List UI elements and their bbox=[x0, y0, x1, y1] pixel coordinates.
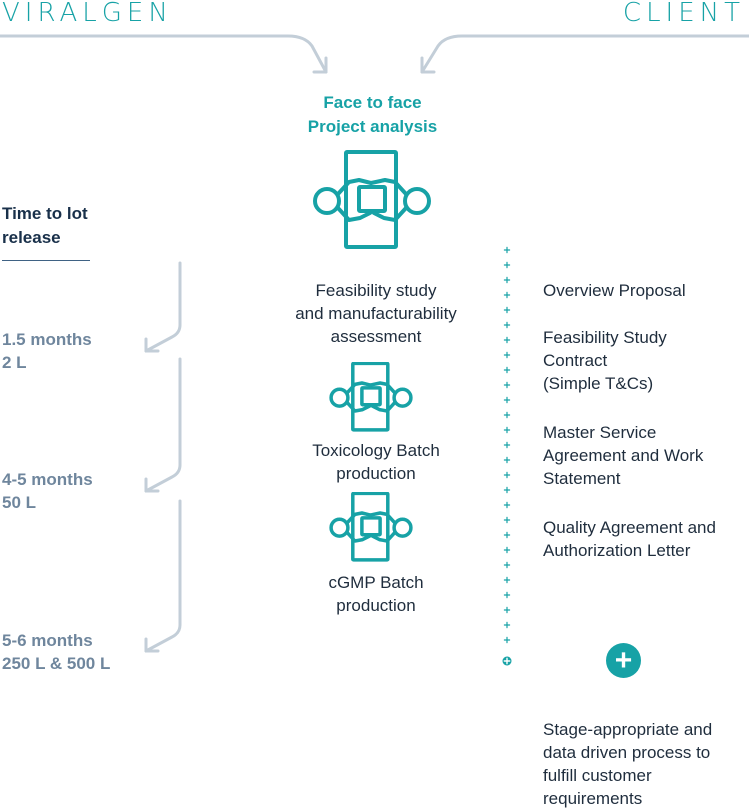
doc-quality-agreement-line1: Quality Agreement and bbox=[543, 518, 716, 537]
time-to-lot-title: Time to lot release bbox=[2, 202, 88, 250]
divider-plus-mark bbox=[503, 291, 511, 299]
divider-plus-mark bbox=[503, 546, 511, 554]
handshake-icon-large bbox=[313, 150, 431, 249]
divider-plus-mark bbox=[503, 261, 511, 269]
doc-overview-proposal: Overview Proposal bbox=[543, 279, 749, 302]
stage-feasibility: Feasibility study and manufacturability … bbox=[258, 279, 494, 348]
time-item-3-duration: 5-6 months bbox=[2, 631, 93, 650]
stage-toxicology-line1: Toxicology Batch bbox=[312, 441, 440, 460]
timeline-heading-rule bbox=[2, 260, 90, 261]
plus-divider bbox=[502, 246, 512, 666]
footer-line4: requirements bbox=[543, 789, 643, 808]
divider-plus-mark bbox=[503, 246, 511, 254]
time-to-lot-line2: release bbox=[2, 228, 61, 247]
time-item-3: 5-6 months 250 L & 500 L bbox=[2, 629, 110, 675]
divider-plus-mark bbox=[503, 306, 511, 314]
viralgen-brand: VIRALGEN bbox=[2, 0, 173, 28]
divider-plus-mark bbox=[503, 426, 511, 434]
divider-plus-mark bbox=[503, 441, 511, 449]
divider-plus-mark bbox=[503, 531, 511, 539]
timeline-arrows bbox=[144, 261, 182, 653]
doc-master-service: Master Service Agreement and Work Statem… bbox=[543, 421, 749, 490]
divider-plus-mark bbox=[503, 456, 511, 464]
doc-feasibility-contract: Feasibility Study Contract (Simple T&Cs) bbox=[543, 326, 749, 395]
time-item-1: 1.5 months 2 L bbox=[2, 328, 92, 374]
doc-feasibility-contract-line1: Feasibility Study bbox=[543, 328, 667, 347]
doc-master-service-line2: Agreement and Work bbox=[543, 446, 704, 465]
time-item-2-duration: 4-5 months bbox=[2, 470, 93, 489]
doc-quality-agreement-line2: Authorization Letter bbox=[543, 541, 691, 560]
doc-quality-agreement: Quality Agreement and Authorization Lett… bbox=[543, 516, 749, 562]
stage-cgmp-line1: cGMP Batch bbox=[328, 573, 424, 592]
divider-plus-mark bbox=[503, 411, 511, 419]
stage-cgmp-line2: production bbox=[336, 596, 416, 615]
stage-feasibility-line2: and manufacturability bbox=[295, 304, 457, 323]
time-item-2-volume: 50 L bbox=[2, 493, 37, 512]
divider-plus-mark bbox=[503, 471, 511, 479]
divider-plus-mark bbox=[503, 276, 511, 284]
project-analysis-title: Project analysis bbox=[307, 117, 438, 136]
doc-overview-proposal-line1: Overview Proposal bbox=[543, 281, 686, 300]
footer-line2: data driven process to bbox=[543, 743, 711, 762]
divider-plus-mark bbox=[503, 486, 511, 494]
divider-plus-mark bbox=[503, 591, 511, 599]
handshake-icon-toxicology bbox=[329, 362, 413, 432]
divider-plus-mark bbox=[503, 351, 511, 359]
handshake-icon-cgmp bbox=[329, 492, 413, 562]
divider-plus-mark bbox=[503, 366, 511, 374]
face-to-face-title: Face to face bbox=[323, 93, 422, 112]
stage-cgmp: cGMP Batch production bbox=[258, 571, 494, 617]
doc-feasibility-contract-line3: (Simple T&Cs) bbox=[543, 374, 654, 393]
footer-line1: Stage-appropriate and bbox=[543, 720, 713, 739]
stage-toxicology-line2: production bbox=[336, 464, 416, 483]
divider-plus-mark bbox=[503, 576, 511, 584]
divider-plus-mark bbox=[503, 336, 511, 344]
divider-plus-mark bbox=[503, 636, 511, 644]
doc-feasibility-contract-line2: Contract bbox=[543, 351, 608, 370]
time-item-1-volume: 2 L bbox=[2, 353, 27, 372]
time-to-lot-line1: Time to lot bbox=[2, 204, 88, 223]
doc-master-service-line1: Master Service bbox=[543, 423, 657, 442]
divider-plus-mark bbox=[503, 621, 511, 629]
divider-plus-mark bbox=[503, 321, 511, 329]
stage-feasibility-line1: Feasibility study bbox=[315, 281, 437, 300]
stage-toxicology: Toxicology Batch production bbox=[258, 439, 494, 485]
divider-plus-mark bbox=[503, 606, 511, 614]
time-item-2: 4-5 months 50 L bbox=[2, 468, 93, 514]
client-brand: CLIENT bbox=[622, 0, 745, 28]
footer-line3: fulfill customer bbox=[543, 766, 652, 785]
divider-plus-mark bbox=[503, 501, 511, 509]
stage-feasibility-line3: assessment bbox=[330, 327, 422, 346]
time-item-3-volume: 250 L & 500 L bbox=[2, 654, 111, 673]
divider-plus-mark bbox=[503, 381, 511, 389]
plus-circle-icon: + bbox=[606, 643, 641, 678]
footer-description: Stage-appropriate and data driven proces… bbox=[543, 718, 749, 810]
divider-plus-mark bbox=[503, 516, 511, 524]
divider-plus-mark bbox=[503, 396, 511, 404]
divider-plus-mark bbox=[503, 561, 511, 569]
time-item-1-duration: 1.5 months bbox=[2, 330, 92, 349]
top-arrows bbox=[0, 34, 749, 74]
doc-master-service-line3: Statement bbox=[543, 469, 621, 488]
